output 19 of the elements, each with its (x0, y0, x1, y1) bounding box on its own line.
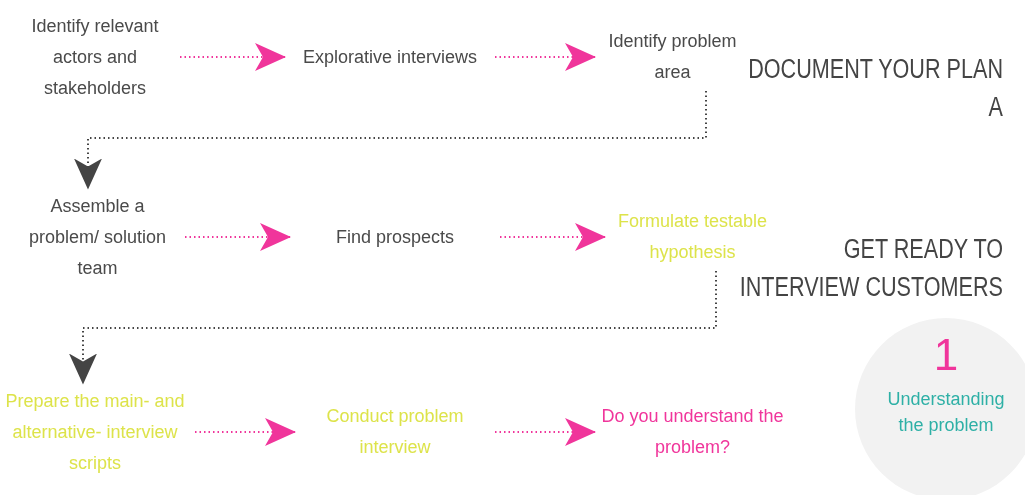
arrow (494, 43, 596, 71)
step-label: Assemble a problem/ solution team (27, 194, 168, 280)
step-label: Prepare the main- and alternative- interview scripts (4, 389, 186, 475)
arrow (494, 418, 596, 446)
step-label: Conduct problem interview (325, 405, 465, 459)
arrow (499, 223, 606, 251)
step-label: Identify relevant actors and stakeholders (30, 14, 160, 100)
arrow (179, 43, 286, 71)
arrow (194, 418, 296, 446)
arrow (69, 270, 717, 385)
section-heading: DOCUMENT YOUR PLAN A (747, 53, 1003, 124)
stage-number: 1 (933, 330, 959, 380)
step-label: Find prospects (334, 225, 456, 249)
stage-title: Understanding the problem (886, 388, 1006, 437)
arrow (74, 90, 707, 190)
step-label: Do you understand the problem? (600, 405, 785, 459)
arrow (184, 223, 291, 251)
step-label: Identify problem area (607, 30, 738, 84)
step-label: Explorative interviews (301, 45, 479, 69)
